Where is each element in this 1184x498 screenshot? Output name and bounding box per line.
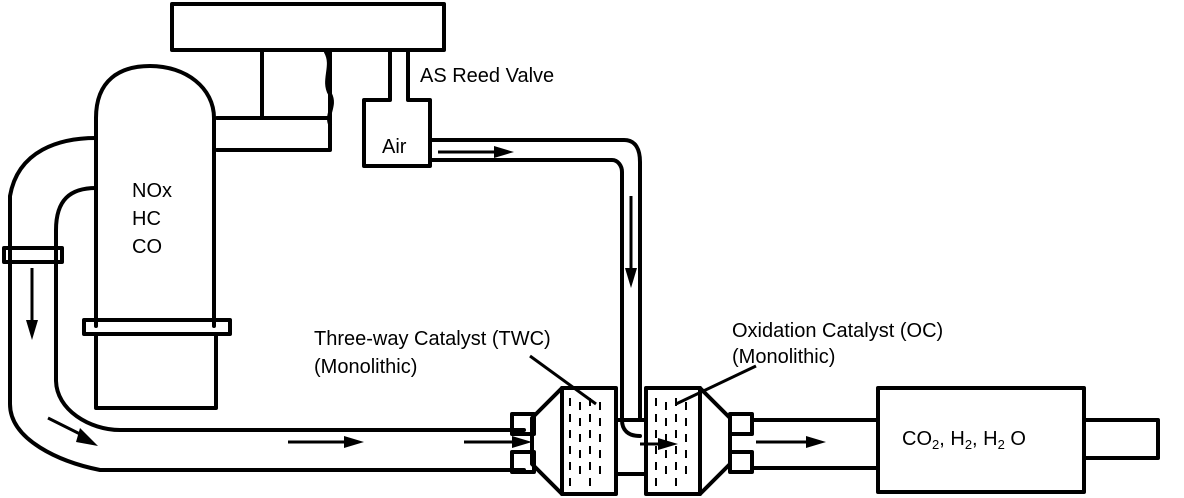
arrow-pipe-diagonal [47, 416, 98, 446]
arrow-outlet [756, 436, 826, 448]
twc-sublabel: (Monolithic) [314, 356, 418, 378]
products-label: CO2, H2, H2 O [902, 428, 1026, 456]
product-h2o-subscript: 2 [997, 437, 1005, 452]
tailpipe [1082, 418, 1160, 460]
oc-sublabel: (Monolithic) [732, 346, 836, 368]
product-h: H [950, 428, 965, 450]
pollutant-hc-label: HC [132, 208, 161, 230]
products-separator: , [939, 428, 951, 450]
twc-leader-line [529, 354, 597, 406]
oc-monolith-hatching [655, 398, 687, 486]
exhaust-pipe [2, 136, 526, 472]
inter-catalyst-pipe [614, 418, 648, 476]
products-separator: , [972, 428, 984, 450]
product-co: CO [902, 428, 932, 450]
outlet-pipe [750, 418, 880, 470]
arrow-pipe-right-1 [288, 436, 364, 448]
arrow-pipe-right-2 [464, 436, 532, 448]
oc-label: Oxidation Catalyst (OC) [732, 320, 944, 342]
arrow-air-right [438, 146, 514, 158]
flow-arrows [26, 146, 826, 450]
pollutant-co-label: CO [132, 236, 162, 258]
arrow-between-catalysts [640, 438, 678, 450]
arrow-pipe-down [26, 268, 38, 340]
reed-valve-label: AS Reed Valve [420, 65, 555, 87]
product-h2o-o: O [1004, 428, 1026, 450]
muffler [876, 386, 1086, 494]
exhaust-manifold [82, 64, 232, 410]
product-co-subscript: 2 [932, 437, 940, 452]
oc-leader-line [675, 364, 757, 406]
oc-converter [644, 386, 754, 496]
twc-monolith-hatching [569, 398, 601, 486]
air-label: Air [382, 136, 407, 158]
arrow-air-down [625, 196, 637, 288]
twc-label: Three-way Catalyst (TWC) [314, 328, 551, 350]
pollutant-nox-label: NOx [132, 180, 172, 202]
reed-valve-assembly [362, 48, 432, 168]
twc-converter [510, 386, 618, 496]
product-h2o: H [983, 428, 998, 450]
air-injection-pipe [428, 138, 642, 438]
product-h-subscript: 2 [964, 437, 973, 452]
air-cleaner-housing [170, 2, 446, 152]
